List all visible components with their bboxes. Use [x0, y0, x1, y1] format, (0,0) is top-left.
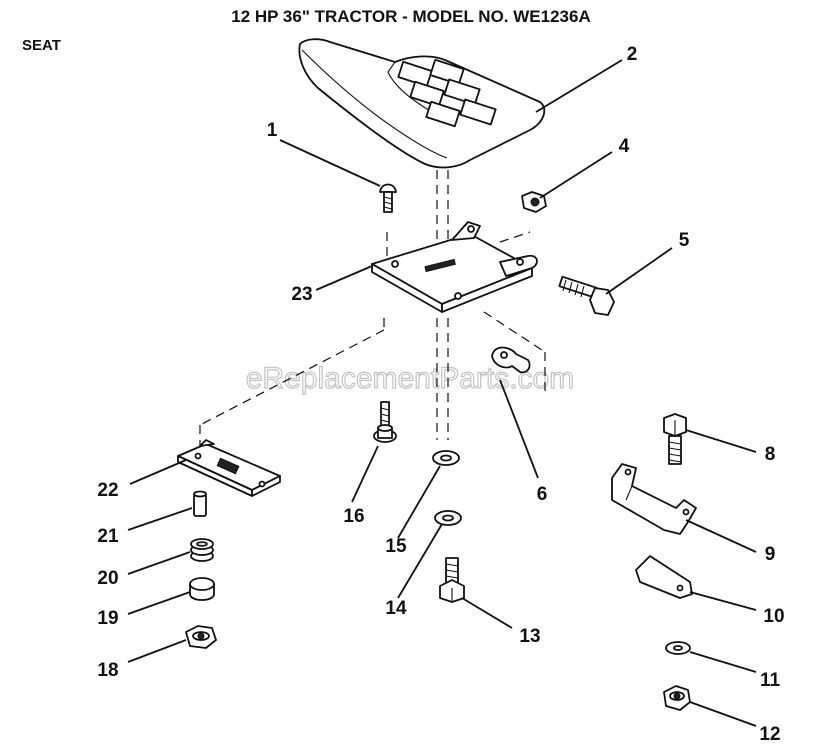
pin — [193, 490, 207, 517]
assembly-lines — [199, 170, 546, 452]
compression-spring — [190, 538, 214, 562]
callout-8: 8 — [765, 444, 776, 465]
callout-13: 13 — [519, 626, 540, 647]
seat — [298, 38, 546, 169]
callout-22: 22 — [97, 480, 118, 501]
callout-16: 16 — [343, 506, 364, 527]
hex-bolt-5 — [558, 275, 615, 316]
callout-19: 19 — [97, 608, 118, 629]
callout-23: 23 — [291, 284, 312, 305]
seat-bracket — [611, 463, 697, 535]
seat-pan — [371, 221, 538, 313]
adjustment-plate — [635, 555, 693, 599]
callout-21: 21 — [97, 526, 119, 547]
callout-10: 10 — [763, 606, 784, 627]
callout-20: 20 — [97, 568, 118, 589]
flat-washer-15 — [432, 450, 460, 466]
callout-14: 14 — [385, 598, 407, 619]
diagram-title: 12 HP 36" TRACTOR - MODEL NO. WE1236A — [231, 7, 590, 26]
callout-12: 12 — [759, 724, 780, 745]
callout-9: 9 — [765, 544, 776, 565]
callout-18: 18 — [97, 660, 118, 681]
callout-4: 4 — [619, 136, 630, 157]
hex-bolt-13 — [439, 557, 465, 603]
flat-washer-14 — [434, 510, 462, 526]
flat-washer-11 — [665, 641, 691, 655]
carriage-bolt — [379, 183, 397, 213]
hex-bolt-8 — [663, 413, 687, 465]
lock-nut-18 — [185, 625, 217, 649]
callout-1: 1 — [267, 120, 278, 141]
shoulder-bolt — [373, 401, 397, 443]
leader-lines — [127, 59, 757, 727]
section-label: SEAT — [22, 37, 61, 54]
spring-cap — [189, 577, 215, 601]
callout-5: 5 — [679, 230, 690, 251]
callout-11: 11 — [760, 670, 781, 691]
callout-numbers: 1 2 4 5 23 6 8 22 16 21 15 9 20 19 14 13… — [97, 44, 784, 745]
callout-6: 6 — [537, 484, 548, 505]
callout-15: 15 — [385, 536, 407, 557]
hex-nut-top — [521, 191, 547, 213]
lock-nut-12 — [663, 685, 691, 711]
latch-plate — [177, 439, 281, 497]
callout-2: 2 — [627, 44, 638, 65]
spring-clip — [491, 346, 531, 374]
